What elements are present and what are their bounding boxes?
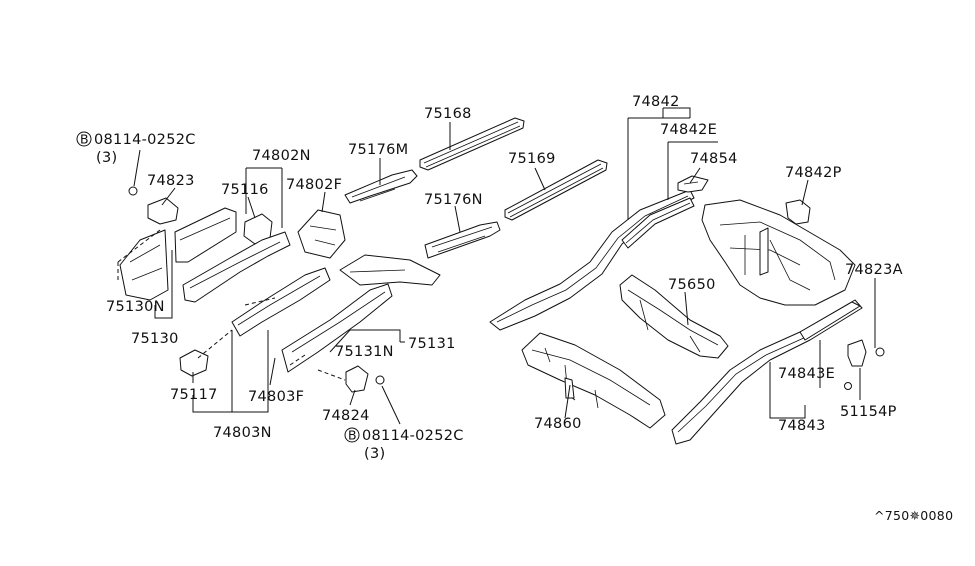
- bolt-code-bottom: 08114-0252C: [362, 428, 464, 444]
- part-74843-drawing: [671, 299, 863, 445]
- bolt-callout-top: B 08114-0252C (3): [76, 131, 196, 166]
- label-75117: 75117: [170, 387, 218, 403]
- label-74842: 74842: [632, 94, 680, 110]
- part-74842e-drawing: [621, 197, 695, 249]
- part-74824-drawing: [345, 365, 385, 393]
- bolt-code-top: 08114-0252C: [94, 132, 196, 148]
- label-75131: 75131: [408, 336, 456, 352]
- bolt-qty-bottom: (3): [364, 446, 385, 462]
- label-74843e: 74843E: [778, 366, 835, 382]
- part-75176m-drawing: [344, 169, 418, 204]
- label-74802f: 74802F: [286, 177, 342, 193]
- bolt-marker-circle-bottom: [344, 427, 360, 443]
- label-75131n: 75131N: [335, 344, 394, 360]
- bolt-marker-bottom: B: [348, 428, 357, 443]
- label-74854: 74854: [690, 151, 738, 167]
- part-74823-drawing: [128, 186, 179, 225]
- leader-lines: [117, 107, 876, 425]
- label-75176m: 75176M: [348, 142, 408, 158]
- rear-floor-drawing: [701, 199, 856, 306]
- label-74823: 74823: [147, 173, 195, 189]
- part-74842p-drawing: [785, 199, 811, 225]
- label-75116: 75116: [221, 182, 269, 198]
- bolt-marker-top: B: [80, 132, 89, 147]
- label-74824: 74824: [322, 408, 370, 424]
- bolt-marker-circle-top: [76, 131, 92, 147]
- inner-rail-drawing: [339, 254, 441, 286]
- part-75176n-drawing: [424, 221, 501, 259]
- label-75176n: 75176N: [424, 192, 483, 208]
- callout-labels: 75168 74842 74842E 74854 74842P 75169 75…: [76, 94, 953, 523]
- label-75130n: 75130N: [106, 299, 165, 315]
- label-74802n: 74802N: [252, 148, 311, 164]
- part-75117-drawing: [179, 349, 209, 377]
- label-74860: 74860: [534, 416, 582, 432]
- part-51154p-drawing: [844, 339, 885, 390]
- label-74842e: 74842E: [660, 122, 717, 138]
- part-74803n-drawing: [231, 267, 393, 373]
- part-75650-drawing: [619, 274, 729, 359]
- part-75130-drawing: [119, 207, 237, 301]
- part-74854-drawing: [677, 175, 709, 193]
- part-75168-drawing: [419, 117, 525, 171]
- bolt-callout-bottom: B 08114-0252C (3): [344, 427, 464, 462]
- label-75169: 75169: [508, 151, 556, 167]
- label-75168: 75168: [424, 106, 472, 122]
- label-74803f: 74803F: [248, 389, 304, 405]
- label-75650: 75650: [668, 277, 716, 293]
- part-75169-drawing: [504, 159, 608, 221]
- label-74842p: 74842P: [785, 165, 842, 181]
- part-74802f-drawing: [297, 209, 346, 259]
- label-74803n: 74803N: [213, 425, 272, 441]
- label-74823a: 74823A: [845, 262, 903, 278]
- part-74802n-drawing: [182, 231, 291, 303]
- diagram-code: ^750✵0080: [874, 508, 953, 523]
- bolt-qty-top: (3): [96, 150, 117, 166]
- label-51154p: 51154P: [840, 404, 897, 420]
- label-75130: 75130: [131, 331, 179, 347]
- part-74860-drawing: [521, 332, 666, 429]
- label-74843: 74843: [778, 418, 826, 434]
